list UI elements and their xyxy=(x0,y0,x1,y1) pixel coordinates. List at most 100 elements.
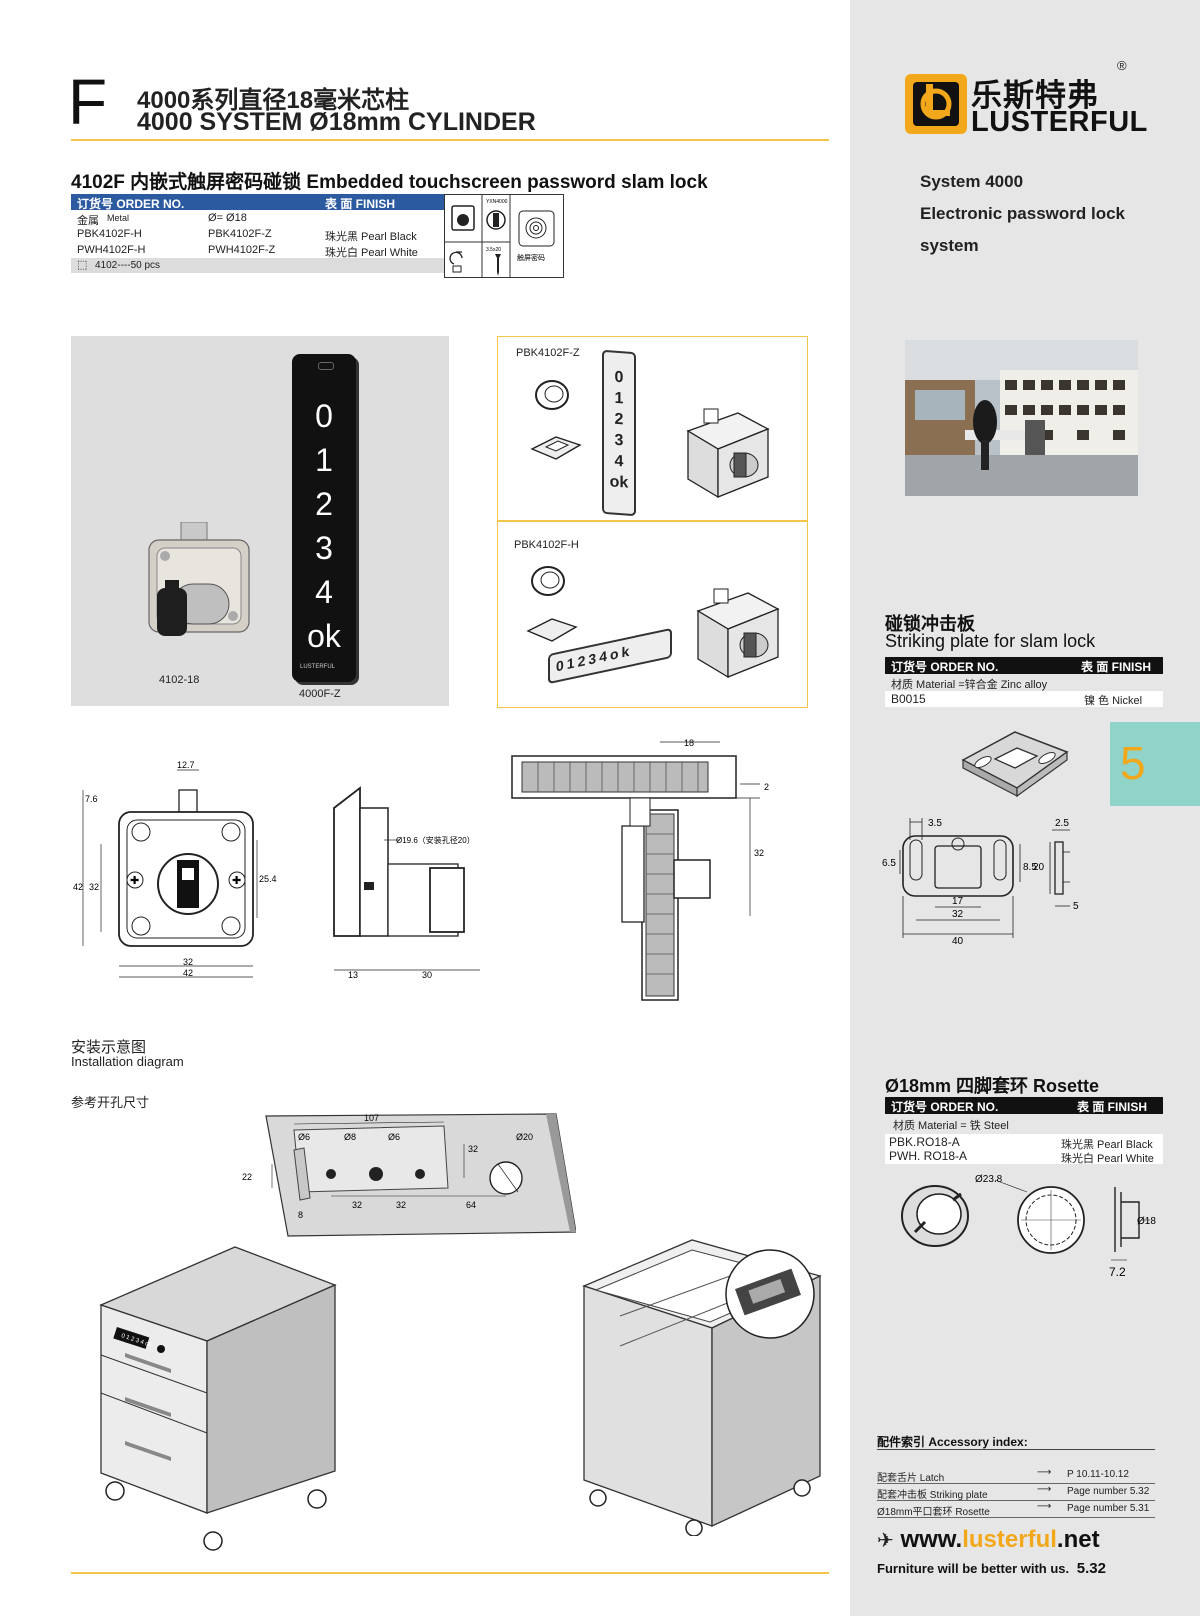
dim-18: 18 xyxy=(684,738,694,748)
system-line-2: Electronic password lock xyxy=(920,204,1126,223)
page-number: 5.32 xyxy=(1076,1560,1106,1577)
accessory-page: Page number 5.32 xyxy=(1067,1486,1150,1497)
brand-name-en: LUSTERFUL xyxy=(971,106,1148,138)
cabinet-front-drawing: 0 1 2 3 4 ok xyxy=(95,1245,345,1555)
slogan-text: Furniture will be better with us. xyxy=(877,1561,1070,1576)
dim-32-vertical: 32 xyxy=(89,882,99,892)
hole-dim-22: 22 xyxy=(242,1172,252,1182)
striking-code: B0015 xyxy=(891,692,926,706)
accessory-title: 配件索引 Accessory index: xyxy=(877,1435,1028,1449)
order-code-z: PBK4102F-Z xyxy=(208,228,272,240)
office-photo xyxy=(905,340,1138,496)
keypad-key: 3 xyxy=(315,530,333,566)
accessory-row: 配套舌片 Latch ⟶ P 10.11-10.12 xyxy=(877,1467,1155,1484)
rosette-code-2: PWH. RO18-A xyxy=(889,1149,968,1163)
keypad-brand: LUSTERFUL xyxy=(300,664,336,670)
feature-icons: YXN4000 3.5x20 触屏密码 xyxy=(444,194,564,278)
rosette-rows: PBK.RO18-A 珠光黑 Pearl Black PWH. RO18-A 珠… xyxy=(885,1134,1163,1165)
lock-photo-label: 4102-18 xyxy=(159,674,200,686)
system-line-3: system xyxy=(920,236,979,255)
dim-42-horizontal: 42 xyxy=(183,968,193,978)
rosette-code-1: PBK.RO18-A xyxy=(889,1135,960,1149)
dim-30: 30 xyxy=(422,970,432,980)
exploded-z-label: PBK4102F-Z xyxy=(516,347,580,359)
rosette-table-header: 订货号 ORDER NO. 表 面 FINISH xyxy=(885,1097,1163,1114)
svg-text:✚: ✚ xyxy=(130,875,139,887)
hole-dim-107: 107 xyxy=(364,1113,379,1123)
icon-label-screw: 3.5x20 xyxy=(486,247,501,253)
striking-finish: 镍 色 Nickel xyxy=(1084,695,1143,707)
brand-logo: 乐斯特弗 LUSTERFUL ® xyxy=(905,58,1147,138)
website-suffix: .net xyxy=(1056,1526,1100,1553)
order-code-h: PBK4102F-H xyxy=(77,228,142,240)
hole-dim-32a: 32 xyxy=(352,1200,362,1210)
accessory-page: Page number 5.31 xyxy=(1067,1503,1150,1514)
keypad-key: ok xyxy=(307,618,341,654)
keypad-drawing-key: ok xyxy=(609,642,633,664)
rosette-dim-7-2: 7.2 xyxy=(1109,1265,1126,1279)
rosette-header-order: 订货号 ORDER NO. xyxy=(891,1100,999,1114)
slogan: Furniture will be better with us. 5.32 xyxy=(877,1560,1106,1577)
dim-6-5: 6.5 xyxy=(882,858,896,869)
svg-text:✚: ✚ xyxy=(232,875,241,887)
website-domain: lusterful xyxy=(962,1526,1057,1553)
keypad-drawing-key: 0 xyxy=(614,368,624,387)
system-line-1: System 4000 xyxy=(920,172,1024,191)
striking-row: B0015 镍 色 Nickel xyxy=(885,691,1163,707)
order-pack-row: ⬚ 4102----50 pcs xyxy=(71,258,445,273)
keypad-drawing-key: 4 xyxy=(599,647,610,666)
keypad-photo-label: 4000F-Z xyxy=(299,688,341,700)
dim-20: 20 xyxy=(1033,862,1045,873)
keypad-key: 0 xyxy=(315,398,333,434)
accessory-page: P 10.11-10.12 xyxy=(1067,1469,1129,1480)
dim-8-5: 8.5 xyxy=(1023,862,1037,873)
striking-table-header: 订货号 ORDER NO. 表 面 FINISH xyxy=(885,657,1163,674)
lock-front-drawing: ✚✚ 12.7 7.6 25.4 42 32 32 42 xyxy=(71,760,301,990)
dim-12-7: 12.7 xyxy=(177,760,195,770)
lock-top-drawing: 18 2 32 xyxy=(510,736,800,1006)
dim-13: 13 xyxy=(348,970,358,980)
website[interactable]: ✈ www.lusterful.net xyxy=(877,1526,1100,1554)
right-sidebar xyxy=(850,0,1200,1616)
dim-2: 2 xyxy=(764,782,769,792)
lock-drawing-h xyxy=(696,588,780,679)
pack-quantity: 4102----50 pcs xyxy=(95,260,161,271)
icon-label-yxn: YXN4000 xyxy=(486,199,508,205)
lock-drawing-z xyxy=(686,408,770,499)
rosette-and-plate-parts-h xyxy=(526,566,578,642)
accessory-row: Ø18mm平口套环 Rosette ⟶ Page number 5.31 xyxy=(877,1501,1155,1518)
logo-icon xyxy=(905,74,967,134)
keypad-drawing-key: ok xyxy=(609,473,629,492)
rosette-and-plate-parts xyxy=(530,380,582,460)
striking-material: 材质 Material =锌合金 Zinc alloy xyxy=(891,679,1048,691)
icon-label-touch: 触屏密码 xyxy=(517,253,545,262)
keypad-drawing-key: 3 xyxy=(588,649,600,668)
material-diameter: Ø= Ø18 xyxy=(208,212,247,224)
accessory-divider xyxy=(877,1449,1155,1450)
hole-reference-title: 参考开孔尺寸 xyxy=(71,1095,150,1110)
dim-32-horizontal: 32 xyxy=(183,957,193,967)
rosette-header-finish: 表 面 FINISH xyxy=(1077,1100,1148,1114)
accessory-name: 配套舌片 Latch xyxy=(877,1473,945,1484)
order-material-row: 金属 Metal Ø= Ø18 xyxy=(71,210,445,227)
accessory-row: 配套冲击板 Striking plate ⟶ Page number 5.32 xyxy=(877,1484,1155,1501)
install-title-cn: 安装示意图 xyxy=(71,1039,147,1056)
arrow-icon: ⟶ xyxy=(1037,1484,1052,1495)
hole-dim-64: 64 xyxy=(466,1200,476,1210)
order-table-header: 订货号 ORDER NO. 表 面 FINISH xyxy=(71,194,445,211)
order-row: PBK4102F-H PBK4102F-Z 珠光黑 Pearl Black xyxy=(71,226,445,243)
section-tab: 5 xyxy=(1110,722,1200,806)
dim-32-right: 32 xyxy=(754,848,764,858)
send-icon: ✈ xyxy=(877,1530,894,1552)
rosette-dim-23-8: Ø23.8 xyxy=(975,1174,1003,1185)
dim-42: 42 xyxy=(73,882,83,892)
striking-title-cn: 碰锁冲击板 xyxy=(885,614,975,634)
material-label: 金属 xyxy=(77,215,99,227)
hole-dim-6a: Ø6 xyxy=(298,1132,310,1142)
rosette-drawing: Ø23.8 Ø18 7.2 xyxy=(895,1172,1165,1284)
